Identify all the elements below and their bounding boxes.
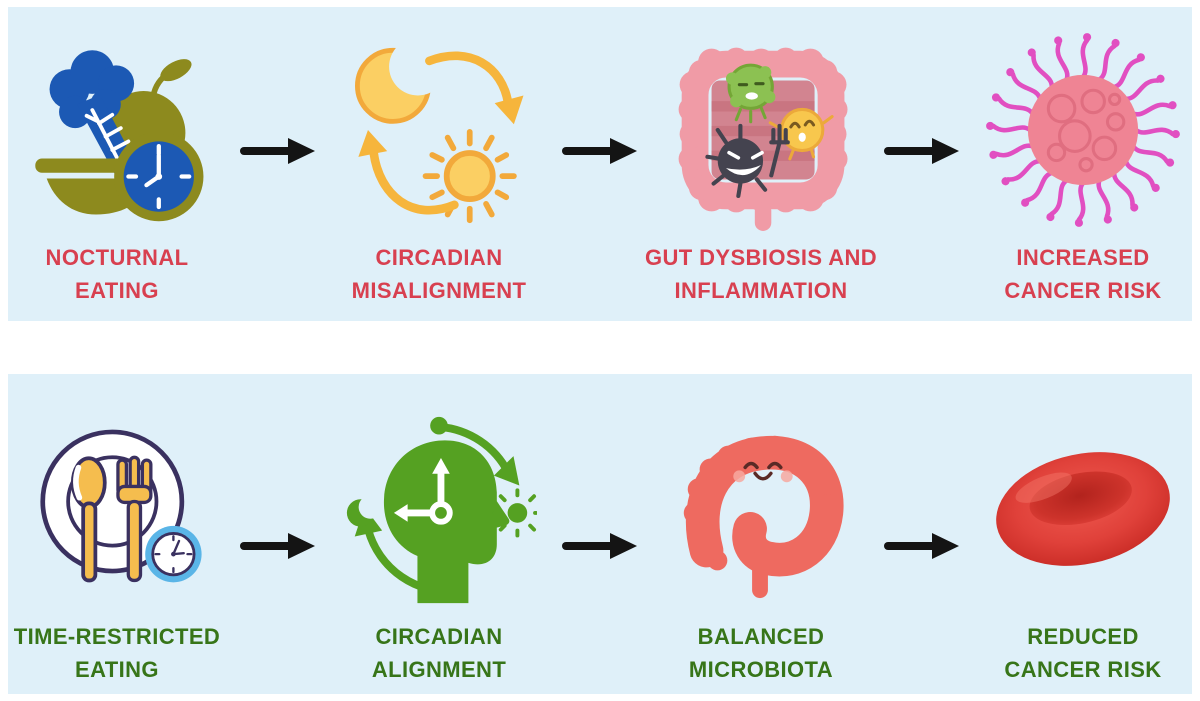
step-label-line1: INCREASED [1016,245,1150,270]
flow-arrow-icon [561,137,639,165]
red-blood-cell-shape [996,452,1170,566]
small-moon-shape [346,495,383,527]
step-label-line1: TIME-RESTRICTED [13,624,221,649]
step-balanced-microbiota: BALANCED MICROBIOTA [647,406,875,686]
flow-arrow-icon [883,532,961,560]
step-gut-dysbiosis: GUT DYSBIOSIS AND INFLAMMATION [645,27,877,307]
step-label-line2: INFLAMMATION [674,278,848,303]
reduced-cancer-risk-icon [969,406,1197,612]
increased-cancer-risk-icon [969,27,1197,233]
step-increased-cancer-risk: INCREASED CANCER RISK [969,27,1197,307]
nocturnal-eating-icon [3,27,231,233]
step-label: INCREASED CANCER RISK [1004,241,1161,307]
flow-arrow-icon [561,532,639,560]
green-microbe [725,63,776,124]
colon-face [733,461,793,483]
orbit-dot-top [430,416,448,435]
step-label: BALANCED MICROBIOTA [689,620,833,686]
step-label-line1: BALANCED [697,624,825,649]
step-label: REDUCED CANCER RISK [1004,620,1161,686]
time-restricted-flow: TIME-RESTRICTED EATING [8,374,1192,694]
flow-arrow-icon [883,137,961,165]
moon-shape [355,37,447,124]
small-sun-shape [492,488,537,538]
fork-shape [116,455,153,583]
step-label: TIME-RESTRICTED EATING [14,620,220,686]
small-clock-shape [145,525,202,583]
nocturnal-flow: NOCTURNAL EATING [8,7,1192,321]
step-label-line1: REDUCED [1027,624,1139,649]
step-circadian-alignment: CIRCADIAN ALIGNMENT [325,406,553,686]
cell-texture [1046,88,1126,173]
step-label-line2: CANCER RISK [1004,278,1162,303]
step-label-line2: MISALIGNMENT [351,278,527,303]
step-label-line1: GUT DYSBIOSIS AND [644,245,878,270]
balanced-microbiota-icon [647,406,875,612]
step-time-restricted-eating: TIME-RESTRICTED EATING [3,406,231,686]
step-label: GUT DYSBIOSIS AND INFLAMMATION [645,241,877,307]
gut-border [678,47,848,231]
flow-arrow-icon [239,137,317,165]
step-label: CIRCADIAN MISALIGNMENT [352,241,527,307]
sun-shape [422,129,517,224]
devil-microbe [705,123,790,198]
step-label-line2: EATING [75,278,159,303]
circadian-misalignment-icon [325,27,553,233]
step-label-line2: ALIGNMENT [371,657,507,682]
step-label-line1: CIRCADIAN [375,624,503,649]
step-label-line2: EATING [75,657,159,682]
head-clock [402,468,445,517]
step-circadian-misalignment: CIRCADIAN MISALIGNMENT [325,27,553,307]
step-label-line1: CIRCADIAN [375,245,503,270]
time-restricted-eating-icon [3,406,231,612]
time-restricted-pathway-panel: TIME-RESTRICTED EATING [8,374,1192,694]
step-label: CIRCADIAN ALIGNMENT [372,620,506,686]
clock-shape [114,131,204,222]
circadian-alignment-icon [325,406,553,612]
step-label-line2: MICROBIOTA [688,657,834,682]
step-nocturnal-eating: NOCTURNAL EATING [3,27,231,307]
spoon-shape [70,456,107,583]
nocturnal-pathway-panel: NOCTURNAL EATING [8,7,1192,321]
cycle-arrows [369,51,513,215]
step-label-line2: CANCER RISK [1004,657,1162,682]
flow-arrow-icon [239,532,317,560]
step-label-line1: NOCTURNAL [45,245,189,270]
step-label: NOCTURNAL EATING [46,241,189,307]
step-reduced-cancer-risk: REDUCED CANCER RISK [969,406,1197,686]
gut-dysbiosis-icon [647,27,875,233]
colon-shape [683,435,844,599]
